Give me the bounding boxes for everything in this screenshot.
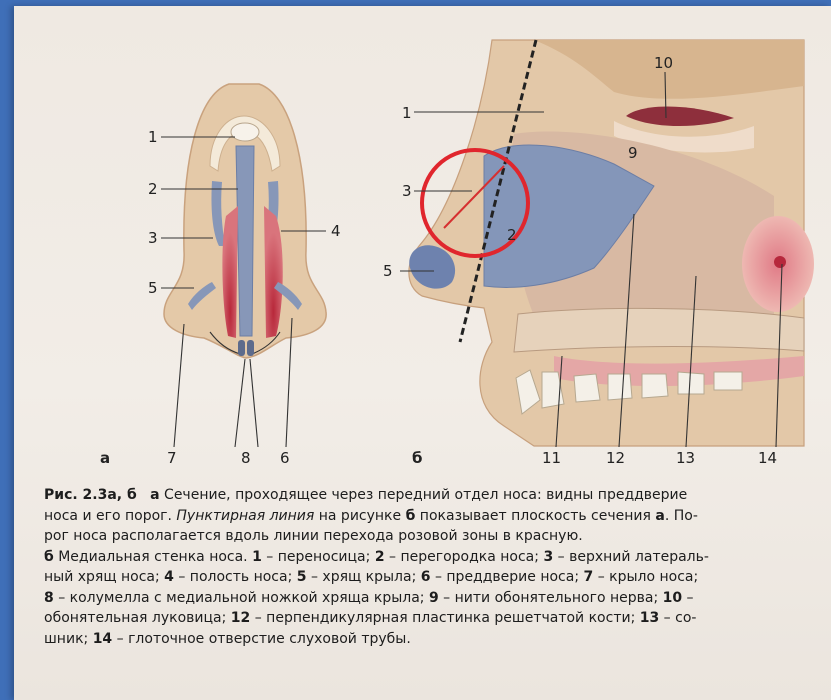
caption-text: на рисунке — [314, 508, 405, 524]
caption-num: 7 — [584, 569, 594, 585]
caption-line-2: носа и его порог. Пунктирная линия на ри… — [44, 506, 830, 527]
caption-text: обонятельная луковица; — [44, 610, 231, 626]
caption-text: – перпендикулярная пластинка решетчатой … — [250, 610, 639, 626]
caption-text: – полость носа; — [174, 569, 297, 585]
label-a-5: 5 — [148, 279, 158, 297]
caption-text: – — [682, 590, 693, 606]
caption-line-5: ный хрящ носа; 4 – полость носа; 5 – хря… — [44, 567, 830, 588]
caption-text: – нити обонятельного нерва; — [439, 590, 663, 606]
caption-title: Рис. 2.3а, б — [44, 487, 137, 503]
caption-text: – верхний латераль- — [553, 549, 709, 565]
label-b-13: 13 — [676, 449, 695, 467]
label-b-11: 11 — [542, 449, 561, 467]
caption-text: – перегородка носа; — [385, 549, 544, 565]
label-b-2: 2 — [507, 226, 517, 244]
caption-num: 10 — [663, 590, 682, 606]
nose-anatomy-figure: 1 2 3 4 5 7 8 6 а — [14, 6, 831, 476]
caption-num: 6 — [421, 569, 431, 585]
label-b-1: 1 — [402, 104, 412, 122]
caption-line-4: б Медиальная стенка носа. 1 – переносица… — [44, 547, 830, 568]
caption-num: 5 — [297, 569, 307, 585]
caption-line-1: Рис. 2.3а, б а Сечение, проходящее через… — [44, 485, 830, 506]
caption-text: ный хрящ носа; — [44, 569, 164, 585]
caption-text: – глоточное отверстие слуховой трубы. — [112, 631, 411, 647]
caption-text: – колумелла с медиальной ножкой хряща кр… — [54, 590, 429, 606]
caption-line-6: 8 – колумелла с медиальной ножкой хряща … — [44, 588, 830, 609]
caption-num: 2 — [375, 549, 385, 565]
caption-text: – преддверие носа; — [431, 569, 584, 585]
label-a-8: 8 — [241, 449, 251, 467]
label-b-12: 12 — [606, 449, 625, 467]
label-b-14: 14 — [758, 449, 777, 467]
label-b-3: 3 — [402, 182, 412, 200]
caption-text: – хрящ крыла; — [307, 569, 421, 585]
caption-num: 1 — [252, 549, 262, 565]
caption-text: показывает плоскость сечения — [415, 508, 655, 524]
caption-num: 13 — [640, 610, 659, 626]
caption-line-3: рог носа располагается вдоль линии перех… — [44, 526, 830, 547]
label-a-2: 2 — [148, 180, 158, 198]
caption-italic: Пунктирная линия — [176, 508, 314, 524]
caption-text: носа и его порог. — [44, 508, 176, 524]
label-a-7: 7 — [167, 449, 177, 467]
caption-bold: б — [44, 549, 54, 565]
caption-text: рог носа располагается вдоль линии перех… — [44, 528, 583, 544]
panel-a-section: 1 2 3 4 5 7 8 6 а — [100, 84, 341, 467]
caption-text: Сечение, проходящее через передний отдел… — [160, 487, 688, 503]
caption-a-letter: а — [150, 487, 159, 503]
hard-palate — [514, 308, 804, 352]
label-a-4: 4 — [331, 222, 341, 240]
caption-text: шник; — [44, 631, 93, 647]
panel-b-medial-wall: 1 3 5 10 9 2 12 11 13 14 б — [383, 40, 814, 467]
caption-bold: б — [406, 508, 416, 524]
caption-text: . По- — [665, 508, 698, 524]
caption-num: 9 — [429, 590, 439, 606]
caption-text: – крыло носа; — [593, 569, 698, 585]
label-a-3: 3 — [148, 229, 158, 247]
label-b-10: 10 — [654, 54, 673, 72]
caption-line-7: обонятельная луковица; 12 – перпендикуля… — [44, 608, 830, 629]
dorsum-cartilage — [231, 123, 259, 141]
caption-bold: а — [655, 508, 664, 524]
label-b-9: 9 — [628, 144, 638, 162]
panel-a-letter: а — [100, 449, 110, 467]
caption-line-8: шник; 14 – глоточное отверстие слуховой … — [44, 629, 830, 650]
caption-num: 8 — [44, 590, 54, 606]
panel-b-letter: б — [412, 449, 422, 467]
textbook-page: 1 2 3 4 5 7 8 6 а — [14, 6, 831, 700]
caption-num: 4 — [164, 569, 174, 585]
caption-num: 3 — [543, 549, 553, 565]
label-a-1: 1 — [148, 128, 158, 146]
label-b-5: 5 — [383, 262, 393, 280]
caption-text: – переносица; — [262, 549, 375, 565]
caption-text: Медиальная стенка носа. — [54, 549, 252, 565]
caption-text: – со- — [659, 610, 696, 626]
figure-caption: Рис. 2.3а, б а Сечение, проходящее через… — [44, 485, 830, 649]
caption-num: 14 — [93, 631, 112, 647]
label-a-6: 6 — [280, 449, 290, 467]
caption-num: 12 — [231, 610, 250, 626]
